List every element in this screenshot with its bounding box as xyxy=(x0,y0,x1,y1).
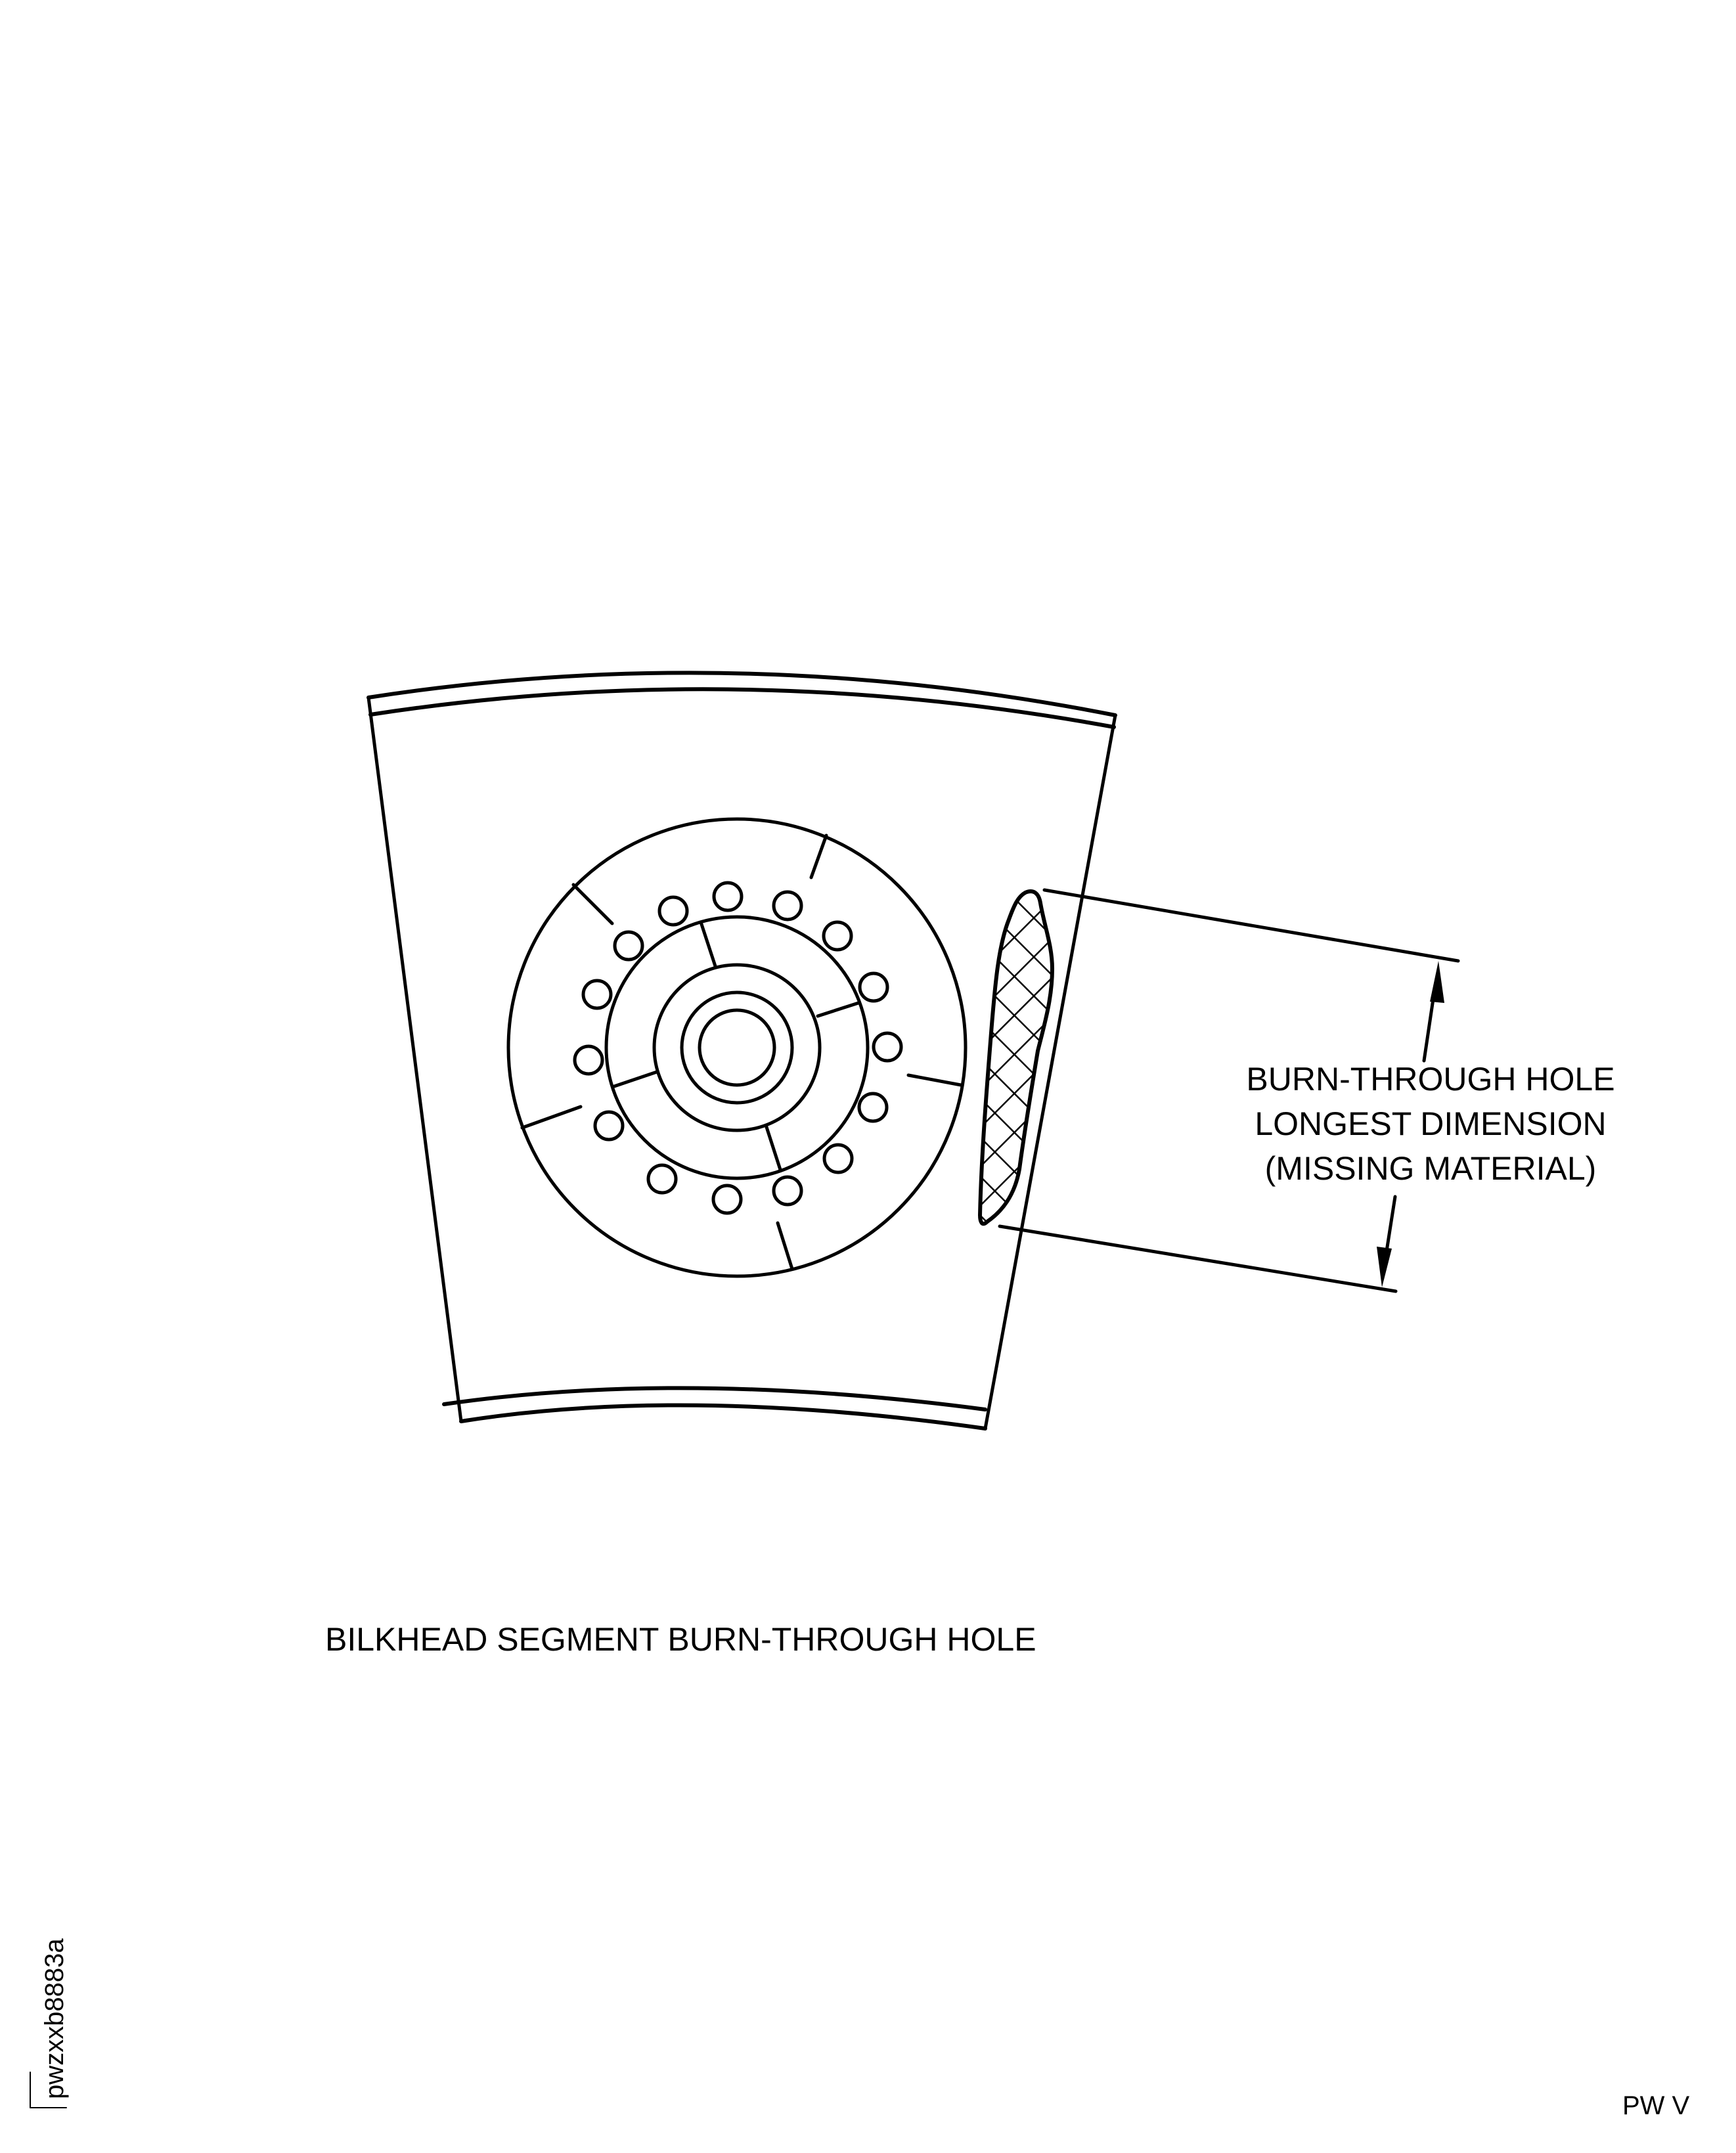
extension-line-bottom xyxy=(998,1224,1398,1293)
hole-outline xyxy=(978,889,1054,1226)
cooling-holes xyxy=(573,881,903,1215)
figure-id: pwzxxb8883a xyxy=(40,1938,69,2099)
callout-line-1: BURN-THROUGH HOLE xyxy=(1246,1061,1614,1098)
dimension-line-lower xyxy=(1385,1195,1397,1253)
segment-top-outer-edge xyxy=(367,671,1117,717)
figure-caption: BILKHEAD SEGMENT BURN-THROUGH HOLE xyxy=(325,1621,1036,1658)
dimension-annotation: BURN-THROUGH HOLE LONGEST DIMENSION (MIS… xyxy=(998,888,1615,1293)
middle-ring-slots xyxy=(612,920,860,1172)
segment-bottom-inner-edge xyxy=(442,1386,987,1411)
arrowhead-up-icon xyxy=(1430,961,1444,1003)
middle-ring xyxy=(604,915,870,1180)
segment-right-edge xyxy=(983,713,1117,1431)
arrowhead-down-icon xyxy=(1377,1247,1392,1287)
extension-line-top xyxy=(1042,888,1460,963)
segment-top-inner-edge xyxy=(368,687,1116,729)
segment-left-edge xyxy=(367,696,463,1423)
burn-through-hole xyxy=(978,889,1054,1226)
dimension-line-upper xyxy=(1422,997,1435,1063)
bulkhead-segment xyxy=(367,671,1117,1431)
callout-line-3: (MISSING MATERIAL) xyxy=(1265,1150,1597,1187)
nozzle-ring-inner xyxy=(698,1008,776,1087)
burner-assembly xyxy=(506,817,968,1278)
outer-ring xyxy=(506,817,968,1278)
segment-bottom-outer-edge xyxy=(459,1403,987,1431)
nozzle-ring-outer xyxy=(680,990,794,1105)
outer-ring-slots xyxy=(520,833,963,1271)
figure-id-block: pwzxxb8883a xyxy=(30,1938,69,2108)
inner-ring xyxy=(652,963,822,1132)
footer-code: PW V xyxy=(1622,2091,1690,2120)
callout-line-2: LONGEST DIMENSION xyxy=(1255,1105,1606,1142)
